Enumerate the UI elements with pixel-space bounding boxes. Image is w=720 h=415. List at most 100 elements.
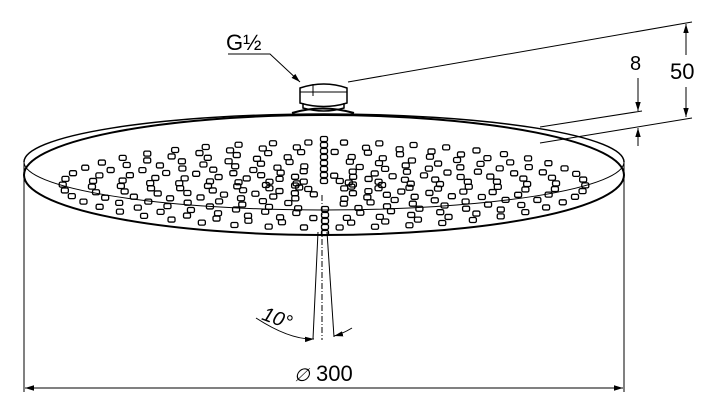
nozzle xyxy=(436,209,445,216)
nozzle xyxy=(233,183,242,190)
nozzle xyxy=(364,175,373,183)
nozzle xyxy=(151,174,160,182)
nozzle xyxy=(544,160,553,167)
nozzle xyxy=(378,155,387,162)
nozzle xyxy=(517,201,526,209)
nozzle xyxy=(452,156,462,164)
nozzle xyxy=(483,201,493,208)
nozzle xyxy=(347,219,356,226)
nozzle xyxy=(463,178,472,185)
nozzle xyxy=(442,144,451,151)
nozzle xyxy=(319,165,329,173)
nozzle xyxy=(335,224,344,231)
nozzle xyxy=(570,193,580,200)
nozzle xyxy=(143,150,152,157)
nozzle xyxy=(509,170,519,177)
nozzle xyxy=(163,202,172,210)
thread-label: G½ xyxy=(226,30,261,55)
nozzle xyxy=(477,193,486,201)
nozzle xyxy=(320,211,330,219)
nozzle xyxy=(176,185,185,192)
nozzle xyxy=(304,185,313,193)
nozzle xyxy=(464,183,473,190)
nozzle xyxy=(234,179,243,186)
nozzle xyxy=(162,169,171,177)
nozzle xyxy=(348,190,358,197)
nozzle xyxy=(291,195,300,202)
nozzle xyxy=(397,188,406,195)
nozzle xyxy=(208,187,217,194)
nozzle xyxy=(170,146,180,154)
nozzle xyxy=(519,175,528,182)
nozzle xyxy=(213,210,223,217)
nozzle xyxy=(232,151,241,159)
nozzle xyxy=(413,216,423,223)
nozzle xyxy=(144,198,153,205)
nozzle xyxy=(551,180,561,187)
nozzle xyxy=(209,166,218,173)
nozzle xyxy=(182,212,192,219)
nozzle xyxy=(348,173,358,180)
nozzle xyxy=(264,223,273,230)
plate-thickness-label: 8 xyxy=(630,53,641,75)
nozzle xyxy=(340,185,349,192)
nozzle xyxy=(243,212,253,219)
nozzle xyxy=(284,199,293,207)
nozzle xyxy=(461,205,471,212)
nozzle xyxy=(408,200,417,207)
nozzle xyxy=(513,191,523,198)
nozzle xyxy=(231,206,241,213)
nozzle xyxy=(438,219,447,227)
nozzle xyxy=(224,158,233,165)
nozzle xyxy=(401,162,410,169)
nozzle xyxy=(538,169,547,176)
nozzle xyxy=(118,177,127,184)
nozzle xyxy=(229,170,238,177)
nozzle xyxy=(409,141,418,149)
nozzle xyxy=(547,174,557,181)
nozzle xyxy=(400,176,410,183)
nozzle xyxy=(236,195,246,202)
nozzle xyxy=(488,188,497,196)
nozzle xyxy=(319,135,329,143)
nozzle xyxy=(495,165,504,172)
nozzle xyxy=(501,196,510,204)
nozzle xyxy=(407,211,416,219)
nozzle xyxy=(521,208,530,216)
nozzle xyxy=(447,193,457,200)
nozzle xyxy=(440,202,449,209)
nozzle xyxy=(361,144,371,151)
nozzle xyxy=(91,189,101,196)
nozzle xyxy=(395,146,404,153)
nozzle xyxy=(374,185,383,192)
nozzle xyxy=(581,182,590,189)
nozzle xyxy=(444,213,453,221)
connector xyxy=(291,83,355,114)
nozzle xyxy=(499,150,509,158)
nozzle xyxy=(496,206,505,213)
nozzle xyxy=(430,197,439,204)
nozzle xyxy=(483,154,492,162)
nozzle xyxy=(355,163,364,171)
nozzle xyxy=(456,173,465,181)
nozzle xyxy=(558,199,567,206)
nozzle xyxy=(292,144,301,151)
nozzle xyxy=(167,216,176,223)
nozzle xyxy=(319,153,329,161)
thread-leader xyxy=(228,53,301,83)
nozzle xyxy=(541,204,551,211)
nozzle xyxy=(115,208,125,215)
nozzle xyxy=(506,159,515,166)
nozzle xyxy=(180,175,189,182)
nozzle xyxy=(550,185,560,193)
nozzle xyxy=(348,168,357,175)
nozzle xyxy=(199,161,208,168)
nozzle xyxy=(388,173,397,180)
nozzle xyxy=(230,221,239,229)
nozzle xyxy=(299,178,308,185)
nozzle xyxy=(60,187,70,194)
nozzle xyxy=(196,194,205,201)
nozzle xyxy=(231,163,240,170)
nozzle xyxy=(125,172,135,179)
